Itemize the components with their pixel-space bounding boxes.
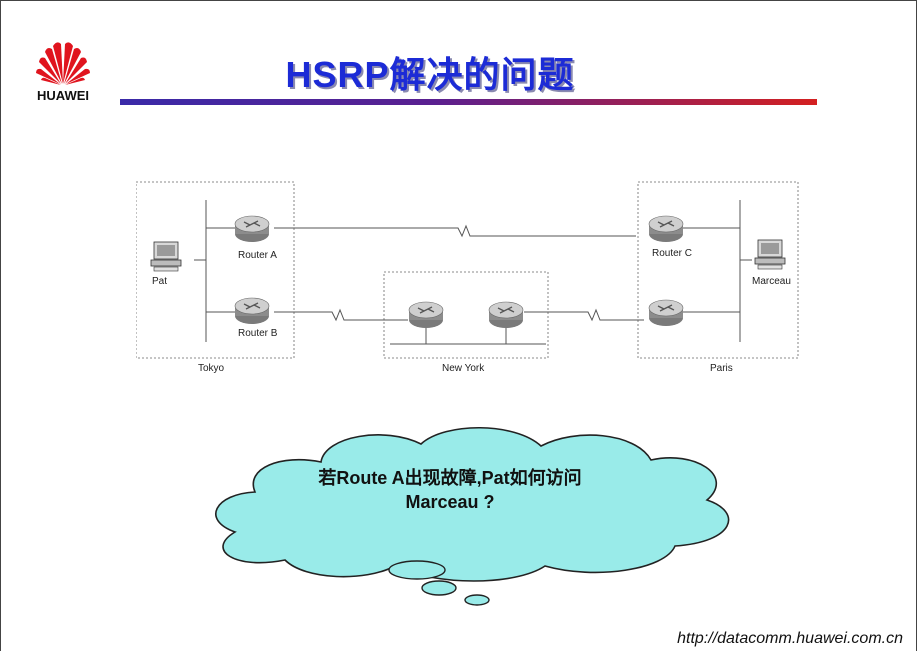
network-diagram: Router A Router B Router C Pat Marceau T…	[135, 180, 806, 385]
callout-question: 若Route A出现故障,Pat如何访问 Marceau ?	[250, 466, 650, 514]
router-c-label: Router C	[652, 248, 692, 259]
router-b-icon	[234, 297, 270, 325]
page-title: HSRP解决的问题	[285, 54, 575, 95]
router-b-label: Router B	[238, 328, 278, 339]
pat-label: Pat	[152, 276, 167, 287]
thought-bubble-3	[464, 594, 490, 606]
paris-label: Paris	[710, 363, 733, 374]
paris-router-2-icon	[648, 299, 684, 327]
pat-pc-icon	[150, 241, 182, 272]
marceau-pc-icon	[754, 239, 786, 270]
thought-cloud	[195, 420, 755, 615]
new-york-router-2-icon	[488, 301, 524, 329]
tokyo-site-box	[135, 181, 295, 359]
callout-line-1: 若Route A出现故障,Pat如何访问	[318, 468, 582, 488]
tokyo-label: Tokyo	[198, 363, 225, 374]
thought-cloud-shape	[215, 426, 730, 582]
marceau-label: Marceau	[752, 276, 791, 287]
router-a-label: Router A	[238, 250, 277, 261]
title-underline	[120, 99, 817, 105]
huawei-petals-icon	[36, 42, 90, 85]
wan-link-a-c	[274, 224, 636, 238]
new-york-site-box	[383, 271, 549, 359]
new-york-label: New York	[442, 363, 485, 374]
router-a-icon	[234, 215, 270, 243]
new-york-router-1-icon	[408, 301, 444, 329]
wan-link-b-ny	[274, 308, 408, 322]
router-c-icon	[648, 215, 684, 243]
paris-site-box	[637, 181, 799, 359]
footer-url: http://datacomm.huawei.com.cn	[677, 630, 903, 647]
logo-text: HUAWEI	[37, 88, 89, 103]
thought-bubble-2	[421, 580, 457, 596]
wan-link-ny-paris	[524, 308, 644, 322]
thought-bubble-1	[388, 560, 446, 580]
huawei-logo: HUAWEI	[28, 40, 98, 112]
callout-line-2: Marceau ?	[405, 492, 495, 512]
